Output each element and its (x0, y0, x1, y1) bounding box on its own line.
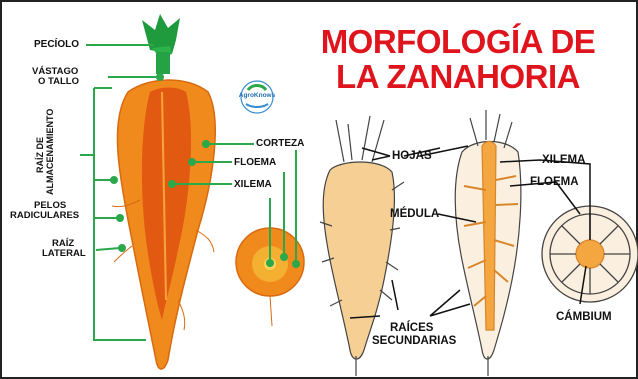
label-raices: RAÍCES (390, 322, 433, 335)
label-lateral: LATERAL (42, 248, 86, 259)
brand-logo: AgroKnows (232, 80, 282, 114)
page-title: MORFOLOGÍA DE LA ZANAHORIA (288, 24, 628, 94)
label-hojas: HOJAS (392, 150, 432, 163)
label-floema-right: FLOEMA (530, 176, 579, 189)
label-radiculares: RADICULARES (10, 210, 79, 221)
label-peciolo: PECÍOLO (34, 39, 79, 50)
label-raiz-almacenamiento-1: RAÍZ DE (35, 115, 45, 195)
label-xilema-right: XILEMA (542, 154, 585, 167)
title-line-2: LA ZANAHORIA (288, 59, 628, 94)
label-o-tallo: O TALLO (38, 76, 79, 87)
sketch-carrot-longitudinal (455, 110, 521, 376)
label-xilema-left: XILEMA (234, 179, 272, 190)
logo-text: AgroKnows (232, 92, 282, 99)
title-line-1: MORFOLOGÍA DE (288, 24, 628, 59)
label-raiz-almacenamiento-2: ALMACENAMIENTO (45, 115, 55, 195)
label-raiz-almacenamiento: RAÍZ DE ALMACENAMIENTO (35, 115, 55, 195)
label-cambium: CÁMBIUM (556, 311, 612, 324)
storage-root (112, 80, 215, 369)
label-floema-left: FLOEMA (234, 157, 276, 168)
label-secundarias: SECUNDARIAS (372, 335, 456, 348)
label-corteza: CORTEZA (256, 138, 304, 149)
label-medula: MÉDULA (390, 208, 439, 221)
